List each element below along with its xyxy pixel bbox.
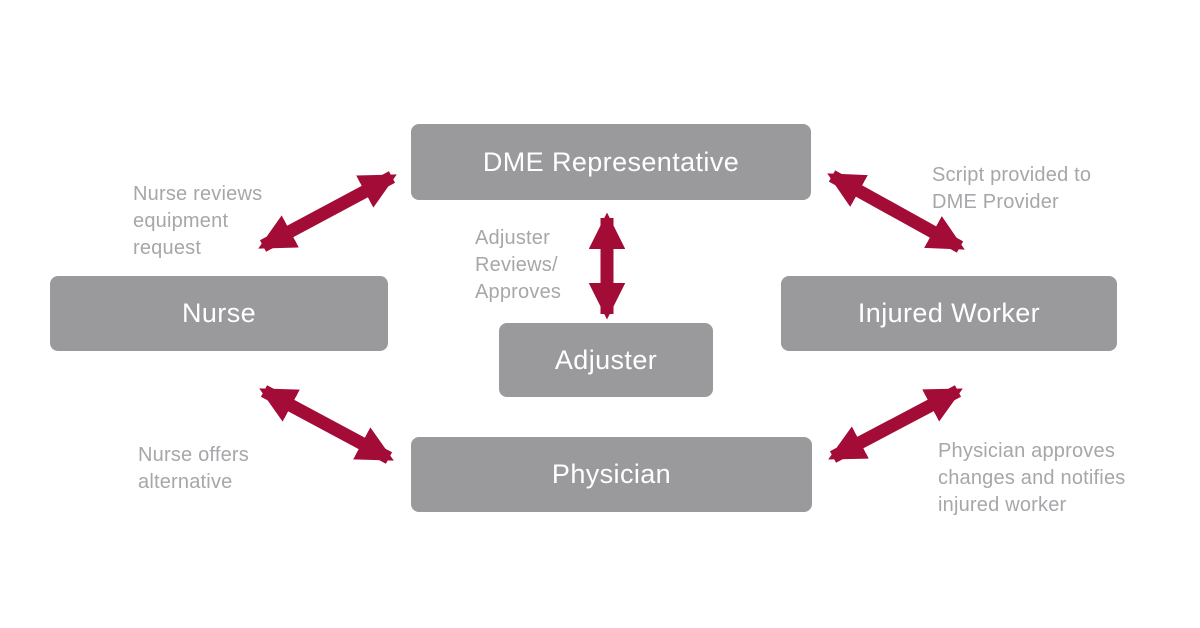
node-physician-label: Physician [551,459,672,489]
arrow-dme-injured-worker [827,170,965,253]
arrow-nurse-physician [259,385,394,464]
node-nurse: Nurse [50,276,388,351]
node-adjuster-label: Adjuster [554,344,658,375]
node-injured-worker-label: Injured Worker [857,298,1041,328]
annotation-nurse-offers-alternative: Nurse offers alternative [138,444,249,493]
annotation-script-provided-to-dme-provider: Script provided to DME Provider [932,164,1092,213]
node-dme-representative: DME Representative [411,124,811,200]
node-physician: Physician [411,437,812,512]
node-injured-worker: Injured Worker [781,276,1117,351]
annotation-nurse-reviews-equipment-request: Nurse reviews equipment request [133,183,263,259]
arrow-nurse-dme [258,171,397,252]
node-nurse-label: Nurse [181,298,257,328]
node-dme-representative-label: DME Representative [482,146,740,177]
annotation-adjuster-reviews-approves: Adjuster Reviews/ Approves [475,227,562,303]
annotation-physician-approves-changes: Physician approves changes and notifies … [938,440,1126,516]
node-adjuster: Adjuster [499,323,713,397]
arrow-physician-injured-worker [828,385,963,463]
